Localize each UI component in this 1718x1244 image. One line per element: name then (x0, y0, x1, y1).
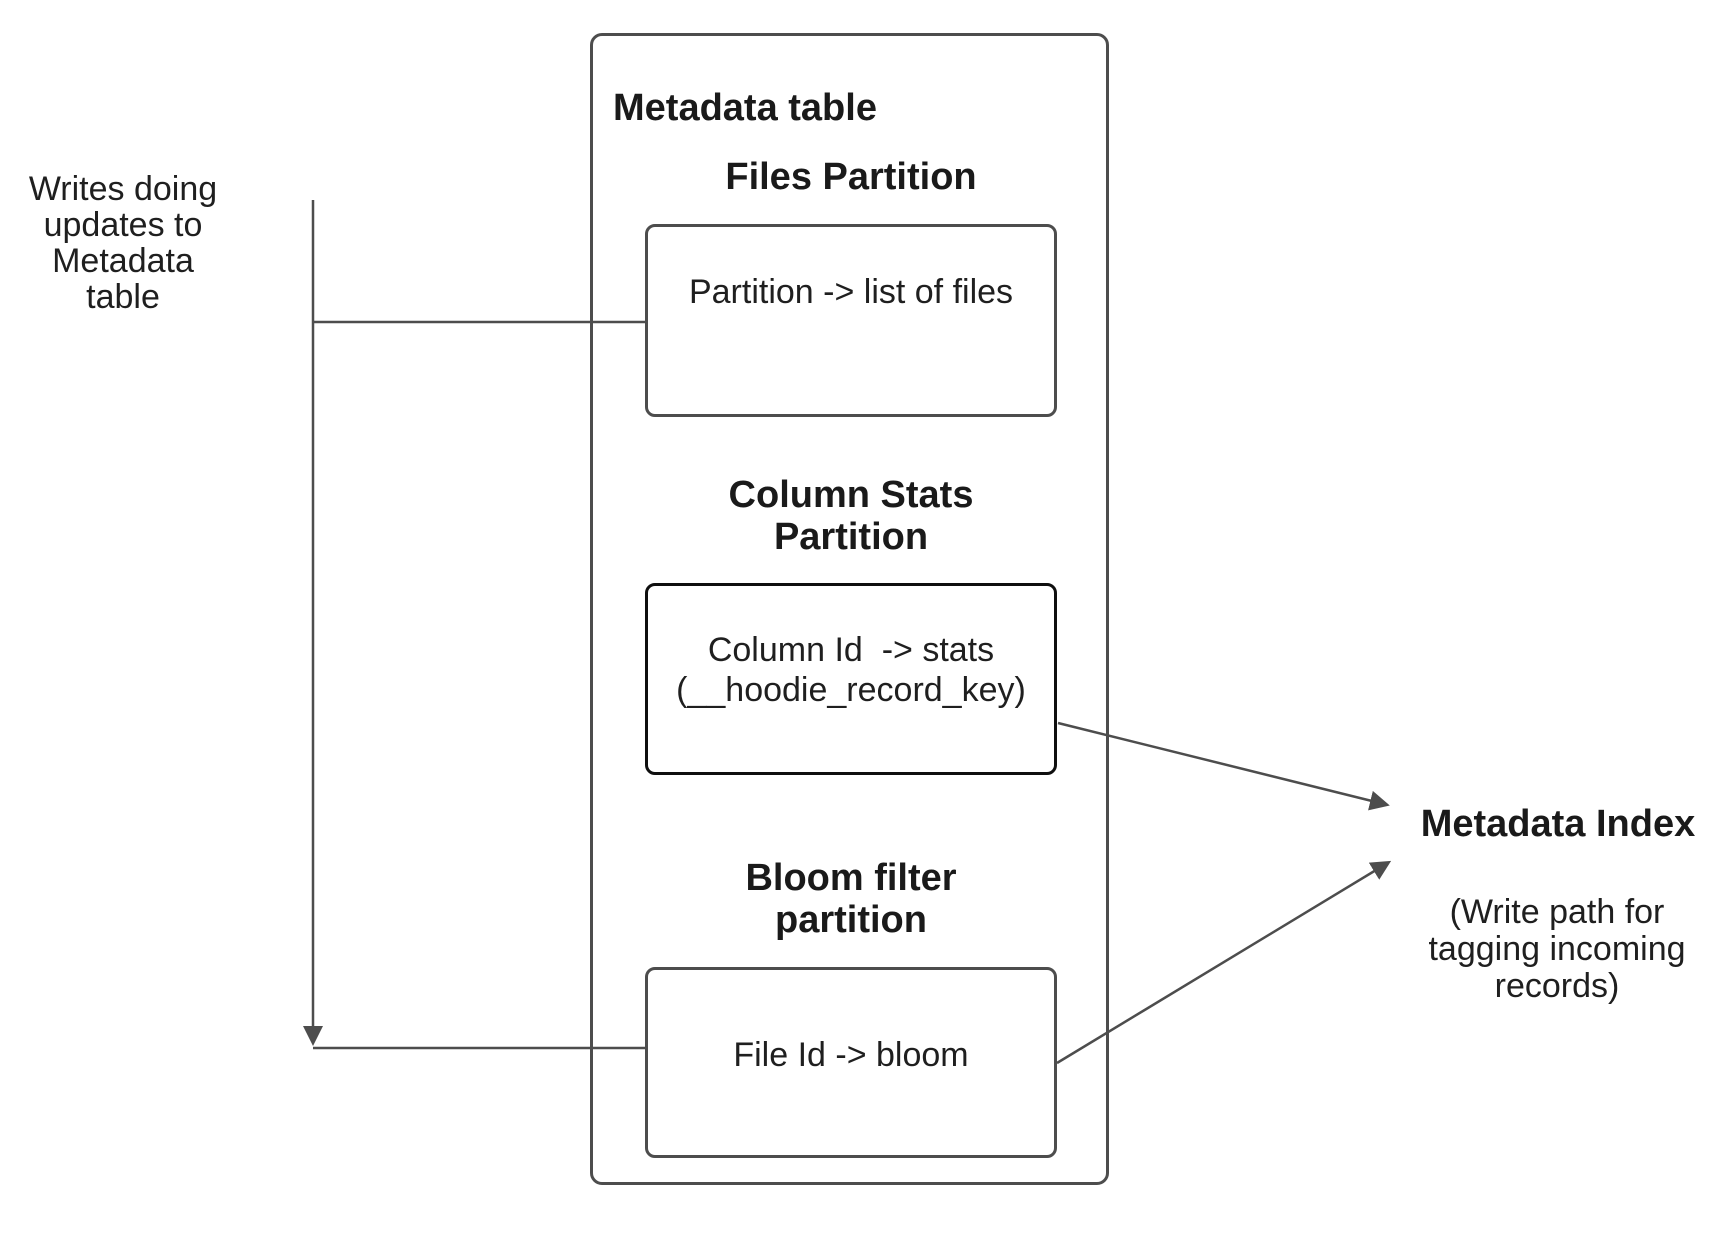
bloom-filter-partition-content: File Id -> bloom (733, 1035, 969, 1074)
metadata-index-title: Metadata Index (1420, 803, 1696, 845)
column-stats-partition-heading: Column Stats Partition (728, 474, 974, 558)
files-partition-heading: Files Partition (725, 156, 977, 198)
files-partition-content: Partition -> list of files (688, 272, 1014, 311)
metadata-index-subtitle: (Write path for tagging incoming records… (1428, 893, 1686, 1005)
bloom-filter-partition-box: File Id -> bloom (645, 967, 1057, 1158)
writes-updates-note: Writes doing updates to Metadata table (28, 170, 218, 316)
column-stats-partition-content: Column Id -> stats (__hoodie_record_key) (676, 631, 1026, 709)
metadata-table-box (590, 33, 1109, 1185)
column-stats-partition-box: Column Id -> stats (__hoodie_record_key) (645, 583, 1057, 775)
metadata-table-title: Metadata table (613, 87, 877, 129)
files-partition-box: Partition -> list of files (645, 224, 1057, 417)
bloom-filter-partition-heading: Bloom filter partition (745, 857, 957, 941)
